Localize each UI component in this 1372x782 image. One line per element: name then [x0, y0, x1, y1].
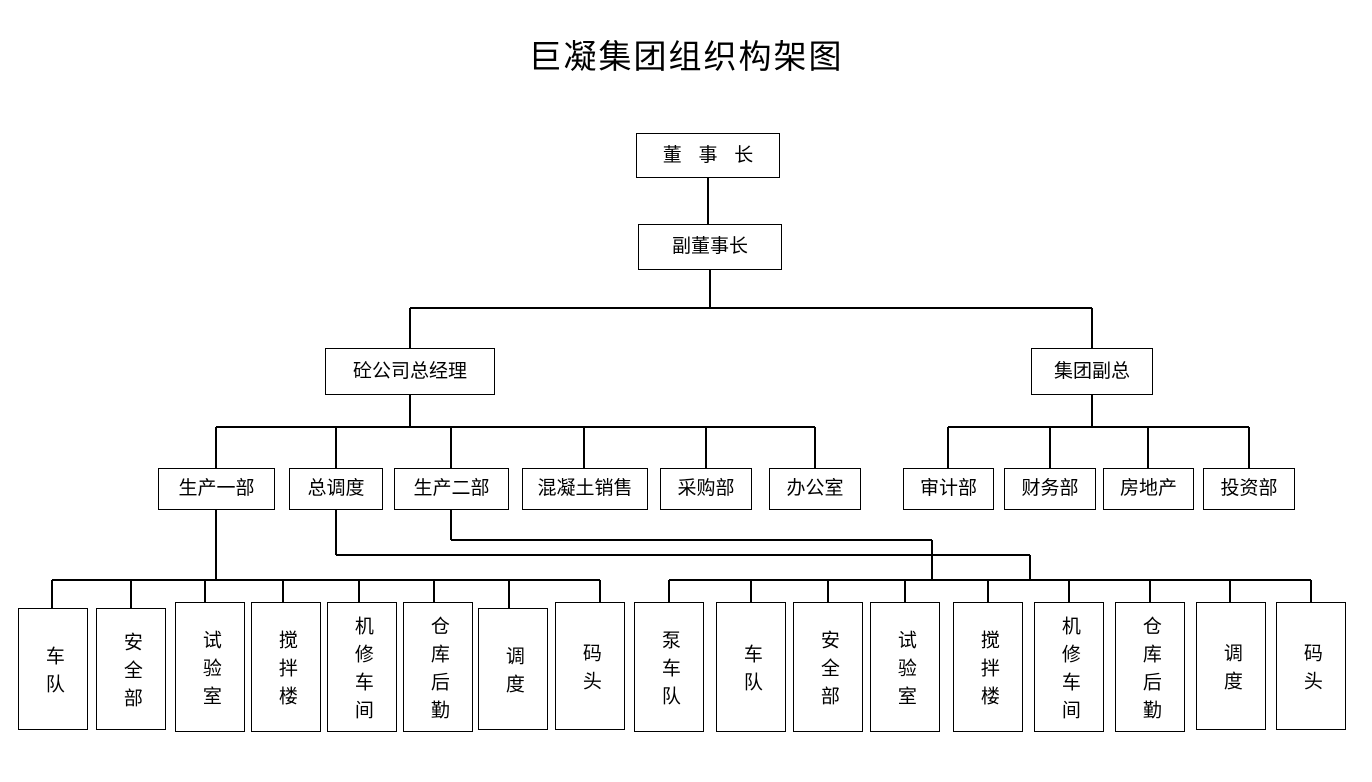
node-real-estate[interactable]: 房地产 — [1103, 468, 1194, 510]
node-g1-dispatch[interactable]: 调度 — [478, 608, 548, 730]
node-g1-mixing[interactable]: 搅拌楼 — [251, 602, 321, 732]
node-g1-wharf[interactable]: 码头 — [555, 602, 625, 730]
node-g2-dispatch[interactable]: 调度 — [1196, 602, 1266, 730]
node-office[interactable]: 办公室 — [769, 468, 861, 510]
node-g2-wharf[interactable]: 码头 — [1276, 602, 1346, 730]
node-g1-warehouse[interactable]: 仓库后勤 — [403, 602, 473, 732]
node-vice-chairman[interactable]: 副董事长 — [638, 224, 782, 270]
node-g2-fleet[interactable]: 车队 — [716, 602, 786, 732]
node-g1-repair[interactable]: 机修车间 — [327, 602, 397, 732]
node-g2-repair[interactable]: 机修车间 — [1034, 602, 1104, 732]
node-purchasing[interactable]: 采购部 — [660, 468, 752, 510]
node-g2-lab[interactable]: 试验室 — [870, 602, 940, 732]
page-title: 巨凝集团组织构架图 — [528, 40, 844, 76]
node-prod-dept-1[interactable]: 生产一部 — [158, 468, 275, 510]
node-g1-lab[interactable]: 试验室 — [175, 602, 245, 732]
node-investment[interactable]: 投资部 — [1203, 468, 1295, 510]
node-g2-pump-fleet[interactable]: 泵车队 — [634, 602, 704, 732]
node-chief-dispatch[interactable]: 总调度 — [289, 468, 383, 510]
node-g1-fleet[interactable]: 车队 — [18, 608, 88, 730]
node-prod-dept-2[interactable]: 生产二部 — [394, 468, 509, 510]
node-concrete-gm[interactable]: 砼公司总经理 — [325, 348, 495, 395]
node-chairman[interactable]: 董 事 长 — [636, 133, 780, 178]
node-g2-warehouse[interactable]: 仓库后勤 — [1115, 602, 1185, 732]
node-group-vp[interactable]: 集团副总 — [1031, 348, 1153, 395]
node-g2-mixing[interactable]: 搅拌楼 — [953, 602, 1023, 732]
node-finance[interactable]: 财务部 — [1004, 468, 1096, 510]
node-g2-safety[interactable]: 安全部 — [793, 602, 863, 732]
node-audit[interactable]: 审计部 — [903, 468, 994, 510]
node-concrete-sales[interactable]: 混凝土销售 — [522, 468, 648, 510]
node-g1-safety[interactable]: 安全部 — [96, 608, 166, 730]
